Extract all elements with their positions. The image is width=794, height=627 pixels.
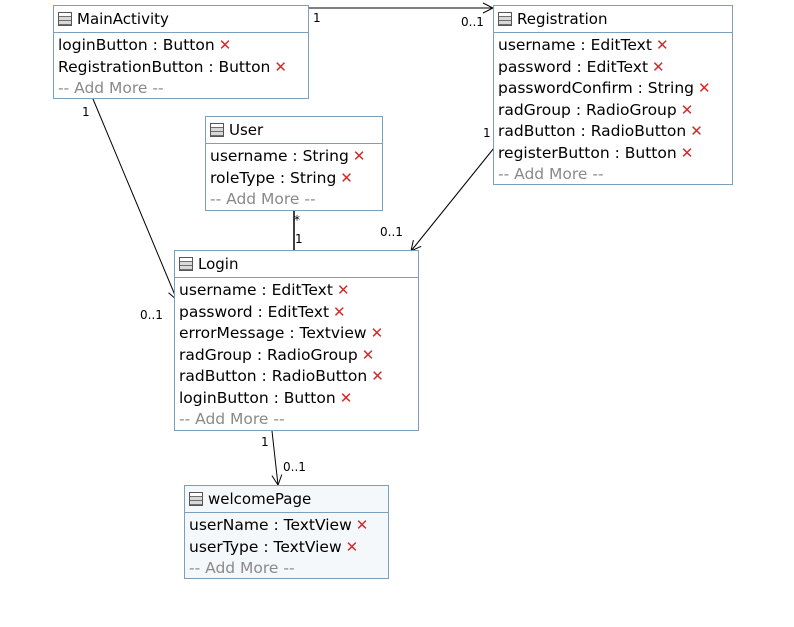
delete-icon[interactable]: ✕ [361,345,375,364]
class-registration[interactable]: Registration username : EditText✕ passwo… [493,5,733,185]
attribute-text: registerButton : Button [498,143,677,162]
class-welcome-page[interactable]: welcomePage userName : TextView✕ userTyp… [184,485,389,579]
attribute-row[interactable]: radGroup : RadioGroup✕ [494,100,732,122]
class-icon [210,123,224,137]
attribute-list: userName : TextView✕ userType : TextView… [185,513,388,579]
delete-icon[interactable]: ✕ [333,302,346,321]
attribute-row[interactable]: loginButton : Button✕ [175,388,418,410]
association-login-to-welcome[interactable] [271,430,278,485]
association-main-to-login[interactable] [92,98,177,300]
attribute-text: loginButton : Button [179,388,336,407]
delete-icon[interactable]: ✕ [655,36,669,54]
attribute-list: username : EditText✕ password : EditText… [494,33,732,185]
multiplicity-reg-login-target: 0..1 [380,225,403,239]
attribute-text: username : EditText [179,281,333,299]
attribute-text: username : EditText [498,36,652,54]
multiplicity-main-login-target: 0..1 [140,308,163,322]
delete-icon[interactable]: ✕ [336,281,350,299]
multiplicity-user-login-target: 1 [295,232,303,246]
attribute-text: password : EditText [498,57,649,76]
delete-icon[interactable]: ✕ [690,122,703,140]
delete-icon[interactable]: ✕ [370,324,384,342]
attribute-text: userType : TextView [189,537,342,556]
attribute-row[interactable]: radButton : RadioButton✕ [175,366,418,388]
attribute-row[interactable]: radButton : RadioButton✕ [494,121,732,143]
attribute-text: radGroup : RadioGroup [498,100,677,119]
attribute-row[interactable]: radGroup : RadioGroup✕ [175,345,418,367]
attribute-row[interactable]: password : EditText✕ [494,57,732,79]
class-name: MainActivity [77,10,169,28]
class-header[interactable]: Login [175,251,418,278]
delete-icon[interactable]: ✕ [218,36,232,54]
multiplicity-main-login-source: 1 [82,105,90,119]
multiplicity-main-reg-target: 0..1 [461,15,484,29]
delete-icon[interactable]: ✕ [355,516,369,534]
attribute-text: errorMessage : Textview [179,324,367,342]
delete-icon[interactable]: ✕ [680,100,694,119]
attribute-row[interactable]: username : String✕ [206,146,382,168]
add-more-link[interactable]: -- Add More -- [58,79,164,97]
attribute-row[interactable]: RegistrationButton : Button✕ [54,57,308,79]
attribute-row[interactable]: loginButton : Button✕ [54,35,308,57]
attribute-row[interactable]: userType : TextView✕ [185,537,388,559]
class-icon [58,12,72,26]
attribute-row[interactable]: passwordConfirm : String✕ [494,78,732,100]
attribute-text: radButton : RadioButton [179,367,368,385]
delete-icon[interactable]: ✕ [371,367,384,385]
attribute-list: username : String✕ roleType : String✕ --… [206,144,382,210]
attribute-text: roleType : String [210,168,337,187]
add-more-link[interactable]: -- Add More -- [498,165,604,183]
attribute-row[interactable]: roleType : String✕ [206,168,382,190]
multiplicity-login-welcome-target: 0..1 [283,460,306,474]
class-name: welcomePage [208,490,312,508]
class-header[interactable]: welcomePage [185,486,388,513]
multiplicity-main-reg-source: 1 [313,11,321,25]
delete-icon[interactable]: ✕ [698,79,711,97]
class-main-activity[interactable]: MainActivity loginButton : Button✕ Regis… [53,5,309,99]
multiplicity-reg-login-source: 1 [483,126,491,140]
attribute-text: passwordConfirm : String [498,79,695,97]
attribute-text: userName : TextView [189,516,352,534]
delete-icon[interactable]: ✕ [339,388,353,407]
association-registration-to-login[interactable] [411,147,495,251]
class-login[interactable]: Login username : EditText✕ password : Ed… [174,250,419,431]
add-more-link[interactable]: -- Add More -- [189,559,295,577]
attribute-text: loginButton : Button [58,36,215,54]
attribute-text: username : String [210,147,349,165]
attribute-text: radButton : RadioButton [498,122,687,140]
class-header[interactable]: Registration [494,6,732,33]
class-header[interactable]: User [206,117,382,144]
delete-icon[interactable]: ✕ [274,57,287,76]
multiplicity-login-welcome-source: 1 [261,435,269,449]
attribute-row[interactable]: password : EditText✕ [175,302,418,324]
delete-icon[interactable]: ✕ [340,168,353,187]
class-user[interactable]: User username : String✕ roleType : Strin… [205,116,383,211]
add-more-link[interactable]: -- Add More -- [210,190,316,208]
class-name: User [229,121,264,139]
add-more-link[interactable]: -- Add More -- [179,410,285,428]
class-name: Login [198,255,239,273]
attribute-row[interactable]: userName : TextView✕ [185,515,388,537]
delete-icon[interactable]: ✕ [345,537,359,556]
class-icon [189,492,203,506]
attribute-text: RegistrationButton : Button [58,57,271,76]
delete-icon[interactable]: ✕ [680,143,694,162]
class-icon [179,257,193,271]
delete-icon[interactable]: ✕ [352,147,366,165]
attribute-list: username : EditText✕ password : EditText… [175,278,418,430]
delete-icon[interactable]: ✕ [652,57,665,76]
attribute-text: password : EditText [179,302,330,321]
attribute-row[interactable]: registerButton : Button✕ [494,143,732,165]
attribute-row[interactable]: errorMessage : Textview✕ [175,323,418,345]
attribute-row[interactable]: username : EditText✕ [494,35,732,57]
class-icon [498,12,512,26]
attribute-text: radGroup : RadioGroup [179,345,358,364]
class-header[interactable]: MainActivity [54,6,308,33]
multiplicity-user-login-source: * [294,213,300,227]
class-name: Registration [517,10,608,28]
attribute-row[interactable]: username : EditText✕ [175,280,418,302]
attribute-list: loginButton : Button✕ RegistrationButton… [54,33,308,99]
